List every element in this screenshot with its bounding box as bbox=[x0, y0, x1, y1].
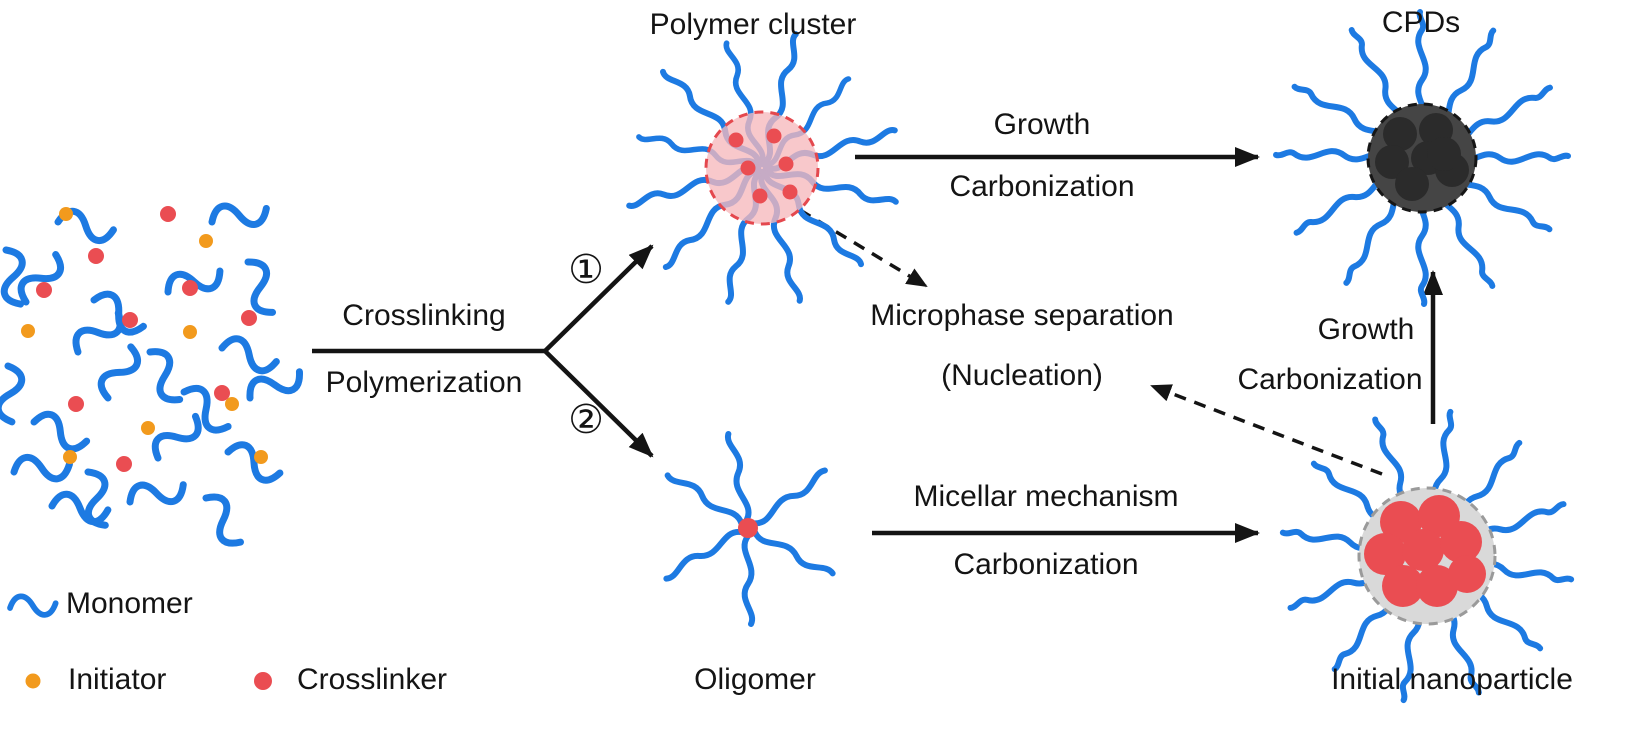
cpds-label: CPDs bbox=[1381, 6, 1461, 39]
carbonization-right-label: Carbonization bbox=[1237, 363, 1423, 396]
microphase-separation-label: Microphase separation bbox=[870, 299, 1174, 332]
legend-monomer-squiggle bbox=[9, 593, 57, 619]
legend-crosslinker-dot bbox=[254, 672, 272, 690]
growth-top-label: Growth bbox=[993, 108, 1091, 141]
monomer-squiggles bbox=[0, 196, 305, 550]
solid-arrows bbox=[312, 147, 1443, 543]
crosslinker-dots bbox=[36, 206, 257, 472]
carbonization-bottom-label: Carbonization bbox=[953, 548, 1139, 581]
oligomer-crosslinker bbox=[738, 518, 758, 538]
polymer-cluster-core bbox=[704, 110, 820, 226]
polymer-cluster-label: Polymer cluster bbox=[649, 8, 857, 41]
legend-initiator-label: Initiator bbox=[68, 663, 167, 696]
nanoparticle-crosslinker-blobs bbox=[1364, 495, 1486, 607]
cpd-carbon-blobs bbox=[1375, 113, 1469, 201]
polymer-cluster-crosslinkers bbox=[728, 128, 798, 204]
initiator-dots bbox=[21, 207, 268, 464]
dashed-arrows bbox=[799, 208, 1383, 476]
route-1-number: ① bbox=[568, 248, 604, 292]
nucleation-label: (Nucleation) bbox=[941, 359, 1103, 392]
legend-monomer-label: Monomer bbox=[66, 587, 193, 620]
oligomer-label: Oligomer bbox=[694, 663, 816, 696]
initial-nanoparticle-illustration bbox=[1283, 412, 1572, 701]
growth-right-label: Growth bbox=[1317, 313, 1415, 346]
route-2-number: ② bbox=[568, 398, 604, 442]
micellar-mechanism-label: Micellar mechanism bbox=[913, 480, 1179, 513]
polymerization-label: Polymerization bbox=[325, 366, 523, 399]
legend-initiator-dot bbox=[25, 673, 41, 689]
oligomer-illustration bbox=[663, 433, 833, 624]
carbonization-top-label: Carbonization bbox=[949, 170, 1135, 203]
legend-crosslinker-label: Crosslinker bbox=[297, 663, 448, 696]
cpds-illustration bbox=[1276, 12, 1568, 304]
legend-keys bbox=[9, 593, 272, 690]
polymer-cluster-illustration bbox=[628, 34, 897, 303]
initial-nanoparticle-label: Initial nanoparticle bbox=[1331, 663, 1573, 696]
crosslinking-label: Crosslinking bbox=[342, 299, 506, 332]
monomer-mixture bbox=[0, 196, 305, 550]
